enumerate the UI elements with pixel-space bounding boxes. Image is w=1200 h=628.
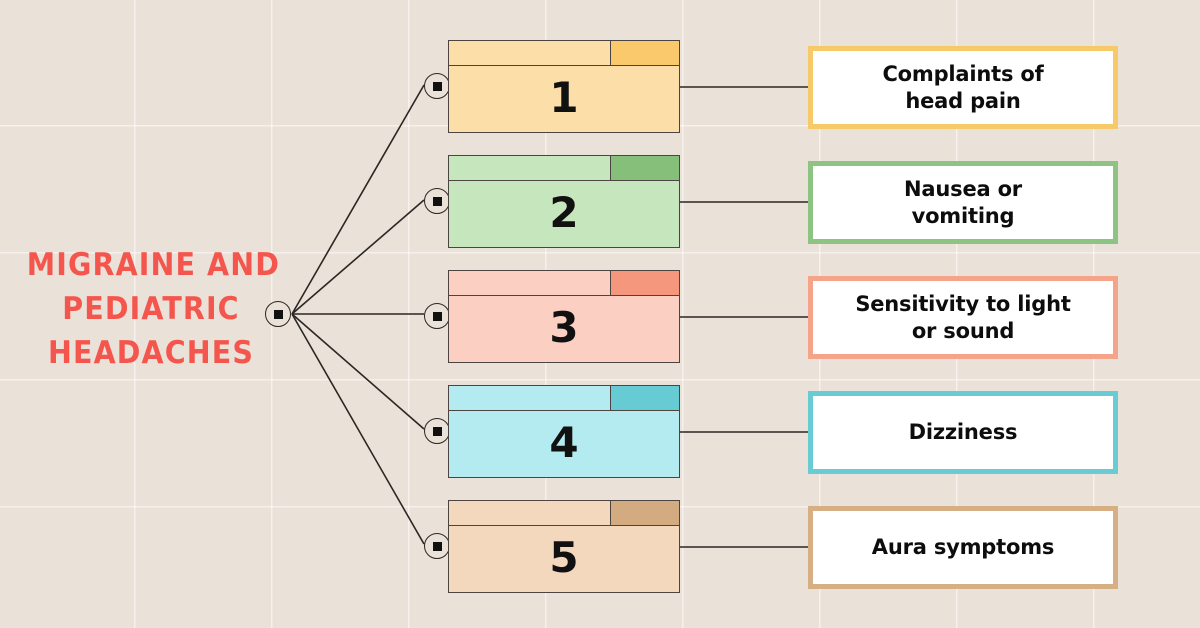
number-box-accent-segment-1: [610, 41, 679, 65]
row-node-3[interactable]: [424, 303, 450, 329]
number-box-1[interactable]: 1: [448, 40, 680, 133]
label-text-5: Aura symptoms: [871, 534, 1055, 561]
square-node-icon: [432, 311, 442, 321]
label-box-5[interactable]: Aura symptoms: [808, 506, 1118, 589]
page-title-line-1: Migraine and: [26, 247, 281, 283]
step-number-4: 4: [549, 417, 579, 467]
step-number-5: 5: [549, 532, 579, 582]
step-number-1: 1: [549, 72, 579, 122]
label-line-3-1: Sensitivity to light: [855, 291, 1071, 316]
number-box-accent-segment-4: [610, 386, 679, 410]
label-line-3-2: or sound: [911, 318, 1015, 343]
label-text-4: Dizziness: [909, 419, 1018, 446]
label-line-2-2: vomiting: [911, 203, 1015, 228]
label-line-1-2: head pain: [905, 88, 1021, 113]
label-box-4[interactable]: Dizziness: [808, 391, 1118, 474]
number-box-accent-segment-5: [610, 501, 679, 525]
number-box-top-strip-3: [449, 271, 679, 296]
connector-hub-to-node-1: [291, 84, 425, 315]
square-node-icon: [432, 81, 442, 91]
row-node-4[interactable]: [424, 418, 450, 444]
number-box-accent-segment-2: [610, 156, 679, 180]
number-box-4[interactable]: 4: [448, 385, 680, 478]
connector-hub-to-node-4: [291, 313, 425, 430]
number-box-5[interactable]: 5: [448, 500, 680, 593]
hub-node[interactable]: [265, 301, 291, 327]
square-node-icon: [432, 426, 442, 436]
row-node-5[interactable]: [424, 533, 450, 559]
label-line-4-1: Dizziness: [908, 420, 1018, 444]
connector-hub-to-node-2: [291, 199, 425, 315]
page-title: Migraine and Pediatric Headaches: [26, 243, 281, 375]
label-line-1-1: Complaints of: [882, 61, 1044, 86]
page-title-line-2: Pediatric: [62, 291, 240, 327]
row-node-2[interactable]: [424, 188, 450, 214]
square-node-icon: [432, 541, 442, 551]
number-box-top-strip-4: [449, 386, 679, 411]
number-box-top-strip-5: [449, 501, 679, 526]
square-node-icon: [432, 196, 442, 206]
number-box-top-strip-1: [449, 41, 679, 66]
number-box-accent-segment-3: [610, 271, 679, 295]
number-box-top-strip-2: [449, 156, 679, 181]
page-title-line-3: Headaches: [48, 335, 254, 371]
label-line-5-1: Aura symptoms: [871, 535, 1055, 559]
label-line-2-1: Nausea or: [904, 176, 1022, 201]
row-node-1[interactable]: [424, 73, 450, 99]
step-number-2: 2: [549, 187, 579, 237]
number-box-3[interactable]: 3: [448, 270, 680, 363]
connector-hub-to-node-5: [291, 313, 425, 545]
square-node-icon: [273, 309, 283, 319]
number-box-2[interactable]: 2: [448, 155, 680, 248]
step-number-3: 3: [549, 302, 579, 352]
